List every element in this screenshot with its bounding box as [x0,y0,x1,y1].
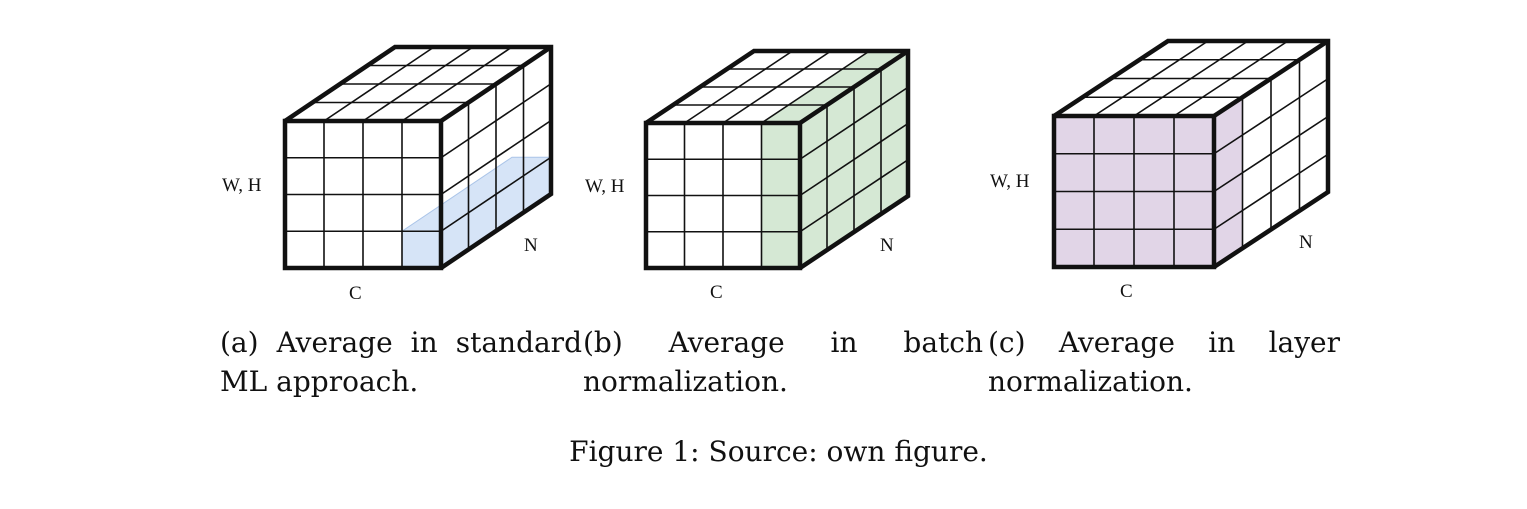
cube-b-label-wh: W, H [585,176,625,197]
cube-a-highlight [401,230,442,269]
cube-b [643,48,911,271]
cube-a [282,44,554,271]
cube-b-grid-line [761,50,870,124]
cube-b-label-n: N [880,235,894,256]
cube-c-label-wh: W, H [990,171,1030,192]
cube-c-grid-line [1173,40,1289,117]
caption-c: (c) Average in layer normalization. [988,326,1340,398]
figure-caption: Figure 1: Source: own figure. [569,435,988,468]
cube-c-grid-line [1213,153,1329,230]
cube-b-grid-line [799,159,909,233]
cube-a-grid-line [401,46,513,122]
cube-c-label-c: C [1120,281,1133,302]
cube-c-label-n: N [1299,232,1313,253]
cube-c-outline-edge [1212,39,1330,118]
cube-c [1051,38,1331,270]
caption-b: (b) Average in batch normalization. [583,326,983,398]
cube-b-label-c: C [710,282,723,303]
cube-a-label-wh: W, H [222,175,262,196]
cube-diagrams: W, H C N W, H C N W, H C N [222,38,1331,304]
cube-a-label-n: N [524,235,538,256]
cube-a-grid-line [440,156,552,232]
cube-b-outline-edge [798,49,910,125]
cube-a-outline-edge [439,45,553,123]
caption-a: (a) Average in standard ML approach. [220,326,582,398]
cube-a-label-c: C [349,283,362,304]
